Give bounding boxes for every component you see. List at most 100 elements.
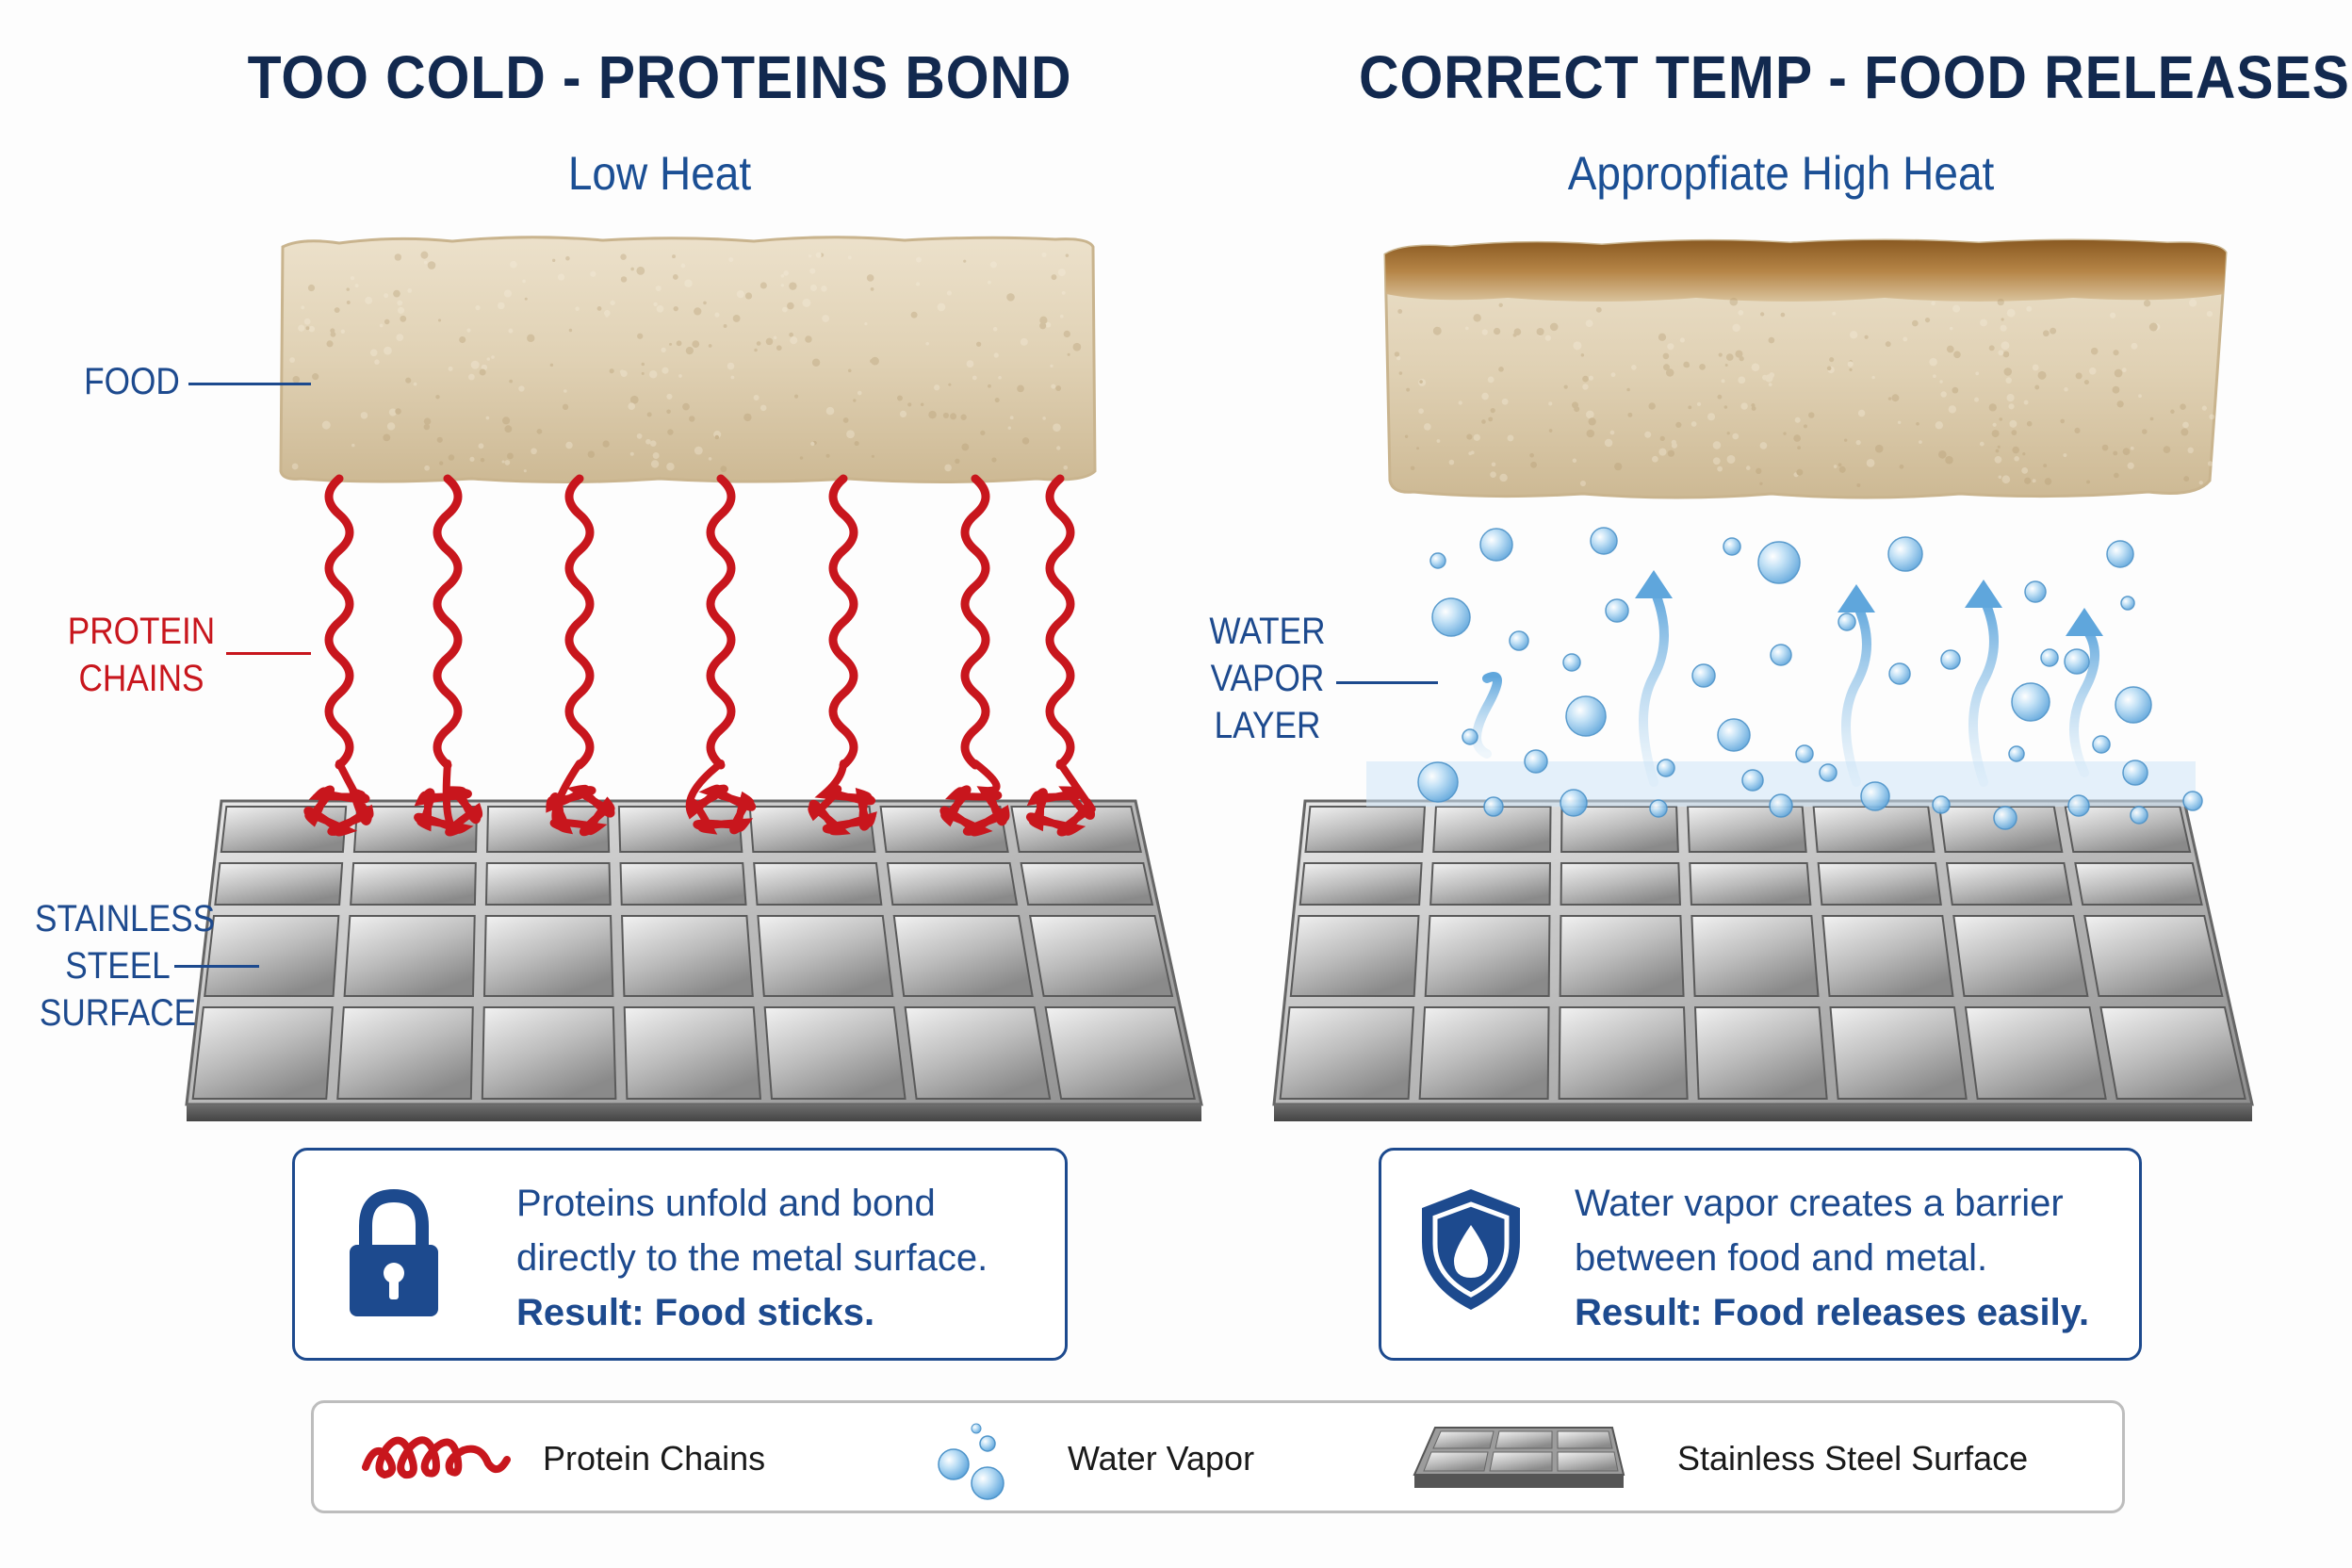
food-texture-dot [1536, 327, 1544, 336]
food-texture-dot [628, 402, 636, 410]
water-vapor-bubble [1605, 598, 1629, 623]
food-texture-dot [312, 373, 319, 381]
food-texture-dot [2113, 350, 2119, 356]
food-texture-dot [1498, 367, 1504, 372]
food-texture-dot [1470, 450, 1475, 455]
food-texture-dot [420, 251, 429, 259]
food-texture-dot [2008, 403, 2015, 410]
food-texture-dot [1717, 394, 1723, 400]
food-texture-dot [1793, 434, 1801, 442]
food-texture-dot [1481, 392, 1489, 400]
steel-tile [1693, 1006, 1828, 1100]
food-texture-dot [1041, 252, 1047, 257]
food-texture-dot [1712, 457, 1721, 466]
steel-tile [204, 915, 340, 997]
food-texture-dot [1808, 412, 1815, 418]
food-texture-dot [1675, 421, 1682, 429]
food-texture-dot [620, 253, 627, 260]
food-texture-dot [672, 254, 677, 259]
food-texture-dot [1838, 466, 1846, 473]
food-texture-dot [1948, 405, 1957, 414]
steel-tile [753, 862, 883, 906]
protein-chain [1045, 474, 1075, 770]
food-texture-dot [2064, 387, 2068, 392]
food-texture-dot [424, 465, 430, 471]
food-texture-dot [1042, 416, 1046, 420]
steel-tile [1429, 862, 1551, 906]
food-texture-dot [1793, 472, 1799, 478]
legend-vapor-label: Water Vapor [1068, 1439, 1255, 1478]
food-texture-dot [656, 304, 664, 313]
vapor-arrow-icon [1968, 594, 1999, 787]
water-vapor-bubble [1479, 528, 1513, 562]
food-texture-dot [1473, 433, 1480, 441]
steel-tile [892, 915, 1034, 997]
water-vapor-bubble [1860, 781, 1890, 811]
food-texture-dot [321, 420, 331, 430]
food-texture-dot [435, 395, 440, 400]
steel-tile [1289, 915, 1420, 997]
food-texture-dot [1783, 432, 1787, 435]
food-texture-dot [1762, 374, 1768, 381]
protein-label-line2: CHAINS [78, 658, 204, 699]
steel-tile [886, 862, 1019, 906]
protein-chain [706, 474, 736, 770]
steel-tile [343, 915, 476, 997]
right-panel-subtitle: Appropfiate High Heat [1567, 147, 1995, 200]
food-texture-dot [641, 362, 645, 367]
food-texture-dot [350, 276, 355, 281]
food-texture-dot [1501, 398, 1509, 405]
food-texture-dot [437, 318, 442, 322]
food-texture-dot [776, 345, 782, 351]
food-texture-dot [1648, 402, 1656, 410]
food-texture-dot [1998, 475, 2002, 480]
food-texture-dot [1544, 335, 1551, 341]
food-texture-dot [1952, 304, 1961, 313]
vapor-arrow-head [1635, 570, 1673, 598]
food-texture-dot [379, 323, 384, 328]
food-texture-dot [1468, 451, 1473, 456]
food-texture-dot [407, 288, 413, 293]
food-texture-dot [1735, 350, 1743, 358]
food-texture-dot [2110, 312, 2116, 318]
food-texture-dot [2001, 341, 2010, 351]
food-texture-dot [1832, 311, 1837, 316]
food-texture-dot [602, 440, 610, 448]
food-texture-dot [1939, 380, 1943, 384]
food-texture-dot [980, 430, 986, 436]
vapor-arrow-head [1965, 580, 2002, 608]
food-texture-dot [393, 289, 400, 298]
shield-droplet-icon [1422, 1189, 1520, 1310]
food-texture-dot [753, 395, 760, 400]
food-texture-dot [629, 451, 634, 456]
food-texture-dot [2063, 453, 2067, 458]
food-texture-dot [809, 268, 816, 274]
food-texture-dot [305, 326, 310, 331]
food-texture-dot [1398, 371, 1403, 375]
food-texture-dot [1498, 302, 1503, 307]
food-texture-dot [2006, 308, 2016, 318]
food-texture-dot [1499, 473, 1508, 482]
food-texture-dot [1739, 355, 1744, 362]
food-texture-dot [2188, 299, 2197, 307]
food-texture-dot [669, 342, 673, 346]
food-texture-dot [1582, 375, 1589, 383]
food-texture-dot [1988, 345, 1995, 351]
food-texture-dot [864, 322, 868, 326]
food-texture-dot [2180, 403, 2186, 410]
food-texture-dot [562, 403, 569, 411]
food-texture-dot [524, 297, 528, 301]
food-texture-dot [2088, 367, 2097, 375]
food-texture-dot [2114, 368, 2123, 378]
food-texture-dot [397, 306, 405, 314]
food-texture-dot [1021, 437, 1030, 445]
food-texture-dot [1929, 357, 1937, 367]
food-texture-dot [714, 312, 720, 318]
food-texture-dot [1699, 363, 1706, 370]
food-texture-dot [994, 397, 1000, 403]
food-texture-dot [1039, 316, 1048, 324]
food-texture-dot [1045, 321, 1052, 328]
food-texture-dot [1679, 337, 1685, 343]
water-vapor-bubble [1770, 644, 1792, 666]
food-texture-dot [466, 328, 471, 333]
